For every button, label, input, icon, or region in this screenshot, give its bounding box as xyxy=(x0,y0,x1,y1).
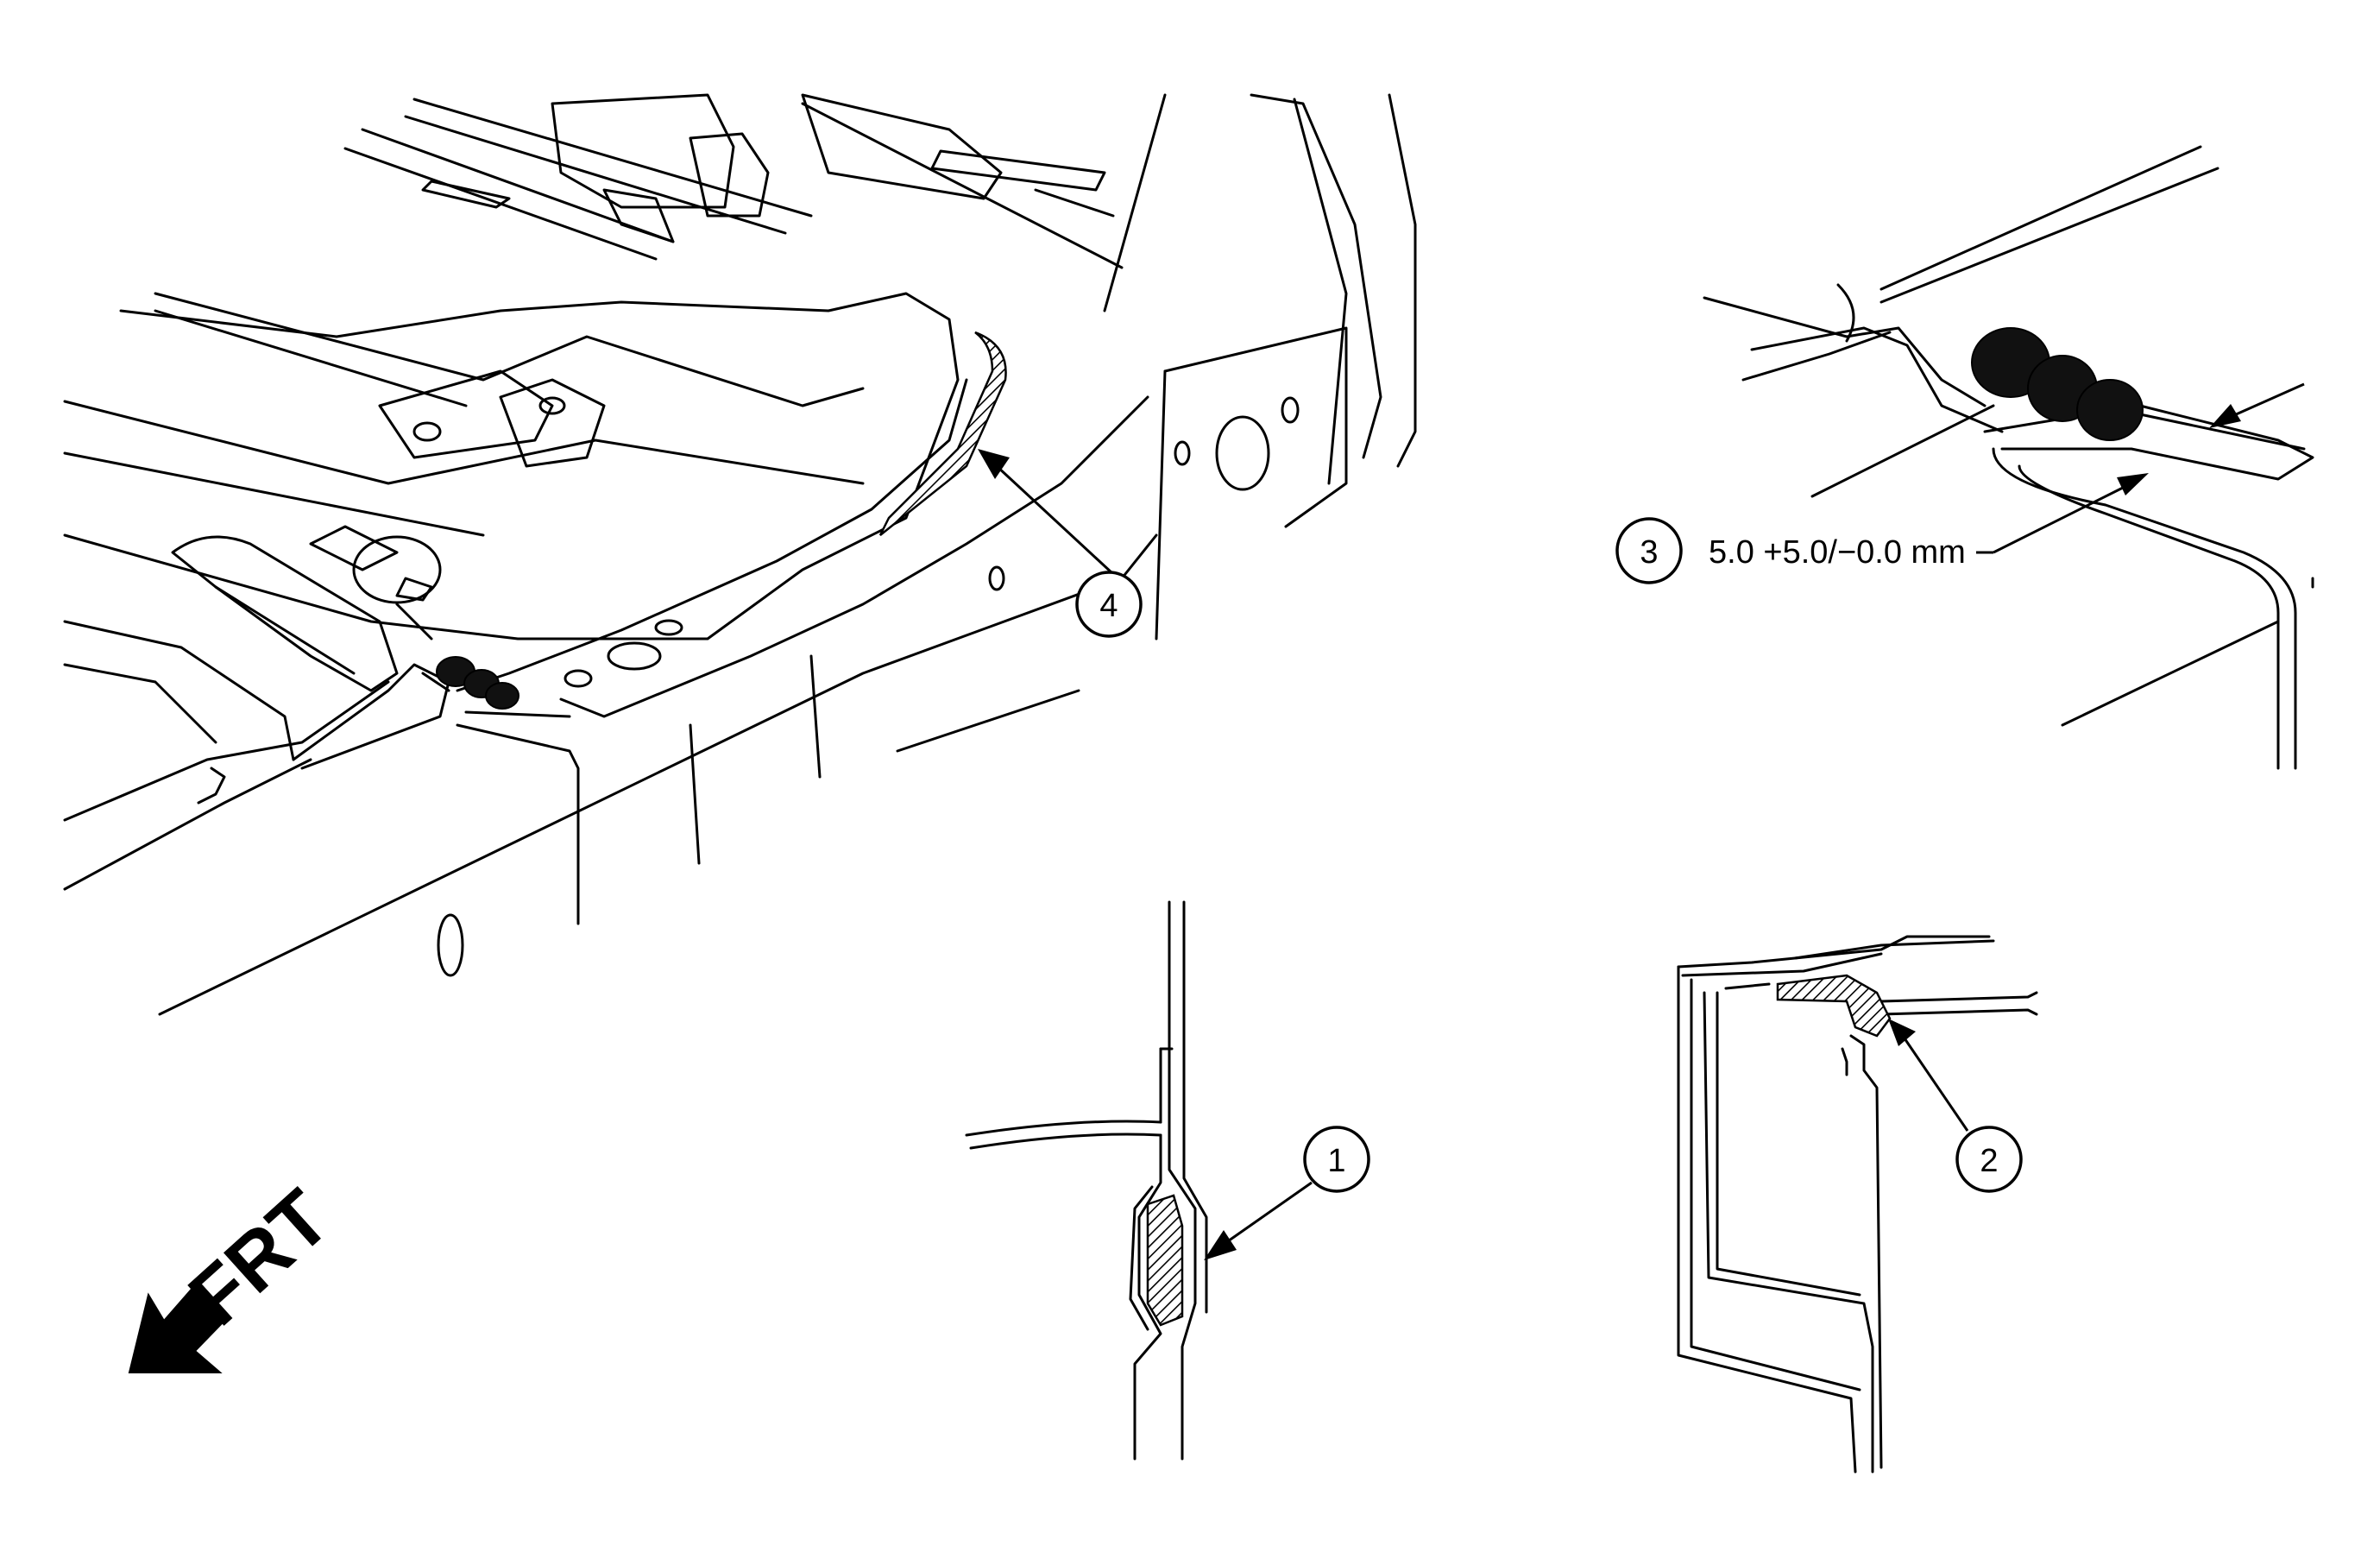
main-body-view xyxy=(63,93,1417,1016)
sealant-area-1 xyxy=(1146,1194,1184,1327)
sealant-area-4 xyxy=(878,331,1007,536)
sealant-area-2 xyxy=(1776,974,1892,1038)
detail-view-3 xyxy=(1703,145,2314,770)
callout-4-label: 4 xyxy=(1099,588,1118,624)
detail-view-2 xyxy=(1677,935,2038,1473)
callout-leaders xyxy=(978,449,1969,1260)
callout-4: 4 xyxy=(1075,571,1143,638)
sealant-bead-detail-3 xyxy=(1971,327,2144,441)
front-arrow-icon xyxy=(128,1284,228,1373)
dimension-text: 5.0 +5.0/−0.0 mm xyxy=(1709,534,1966,571)
detail-view-1 xyxy=(965,900,1208,1461)
callout-3-label: 3 xyxy=(1640,534,1658,571)
callout-3: 3 xyxy=(1615,517,1683,584)
sealant-bead-main xyxy=(436,656,519,710)
callout-2-label: 2 xyxy=(1980,1143,1998,1179)
callout-1-label: 1 xyxy=(1327,1143,1345,1179)
front-direction-indicator: FRT xyxy=(128,1173,346,1373)
callout-2: 2 xyxy=(1955,1126,2023,1193)
callout-1: 1 xyxy=(1303,1126,1370,1193)
